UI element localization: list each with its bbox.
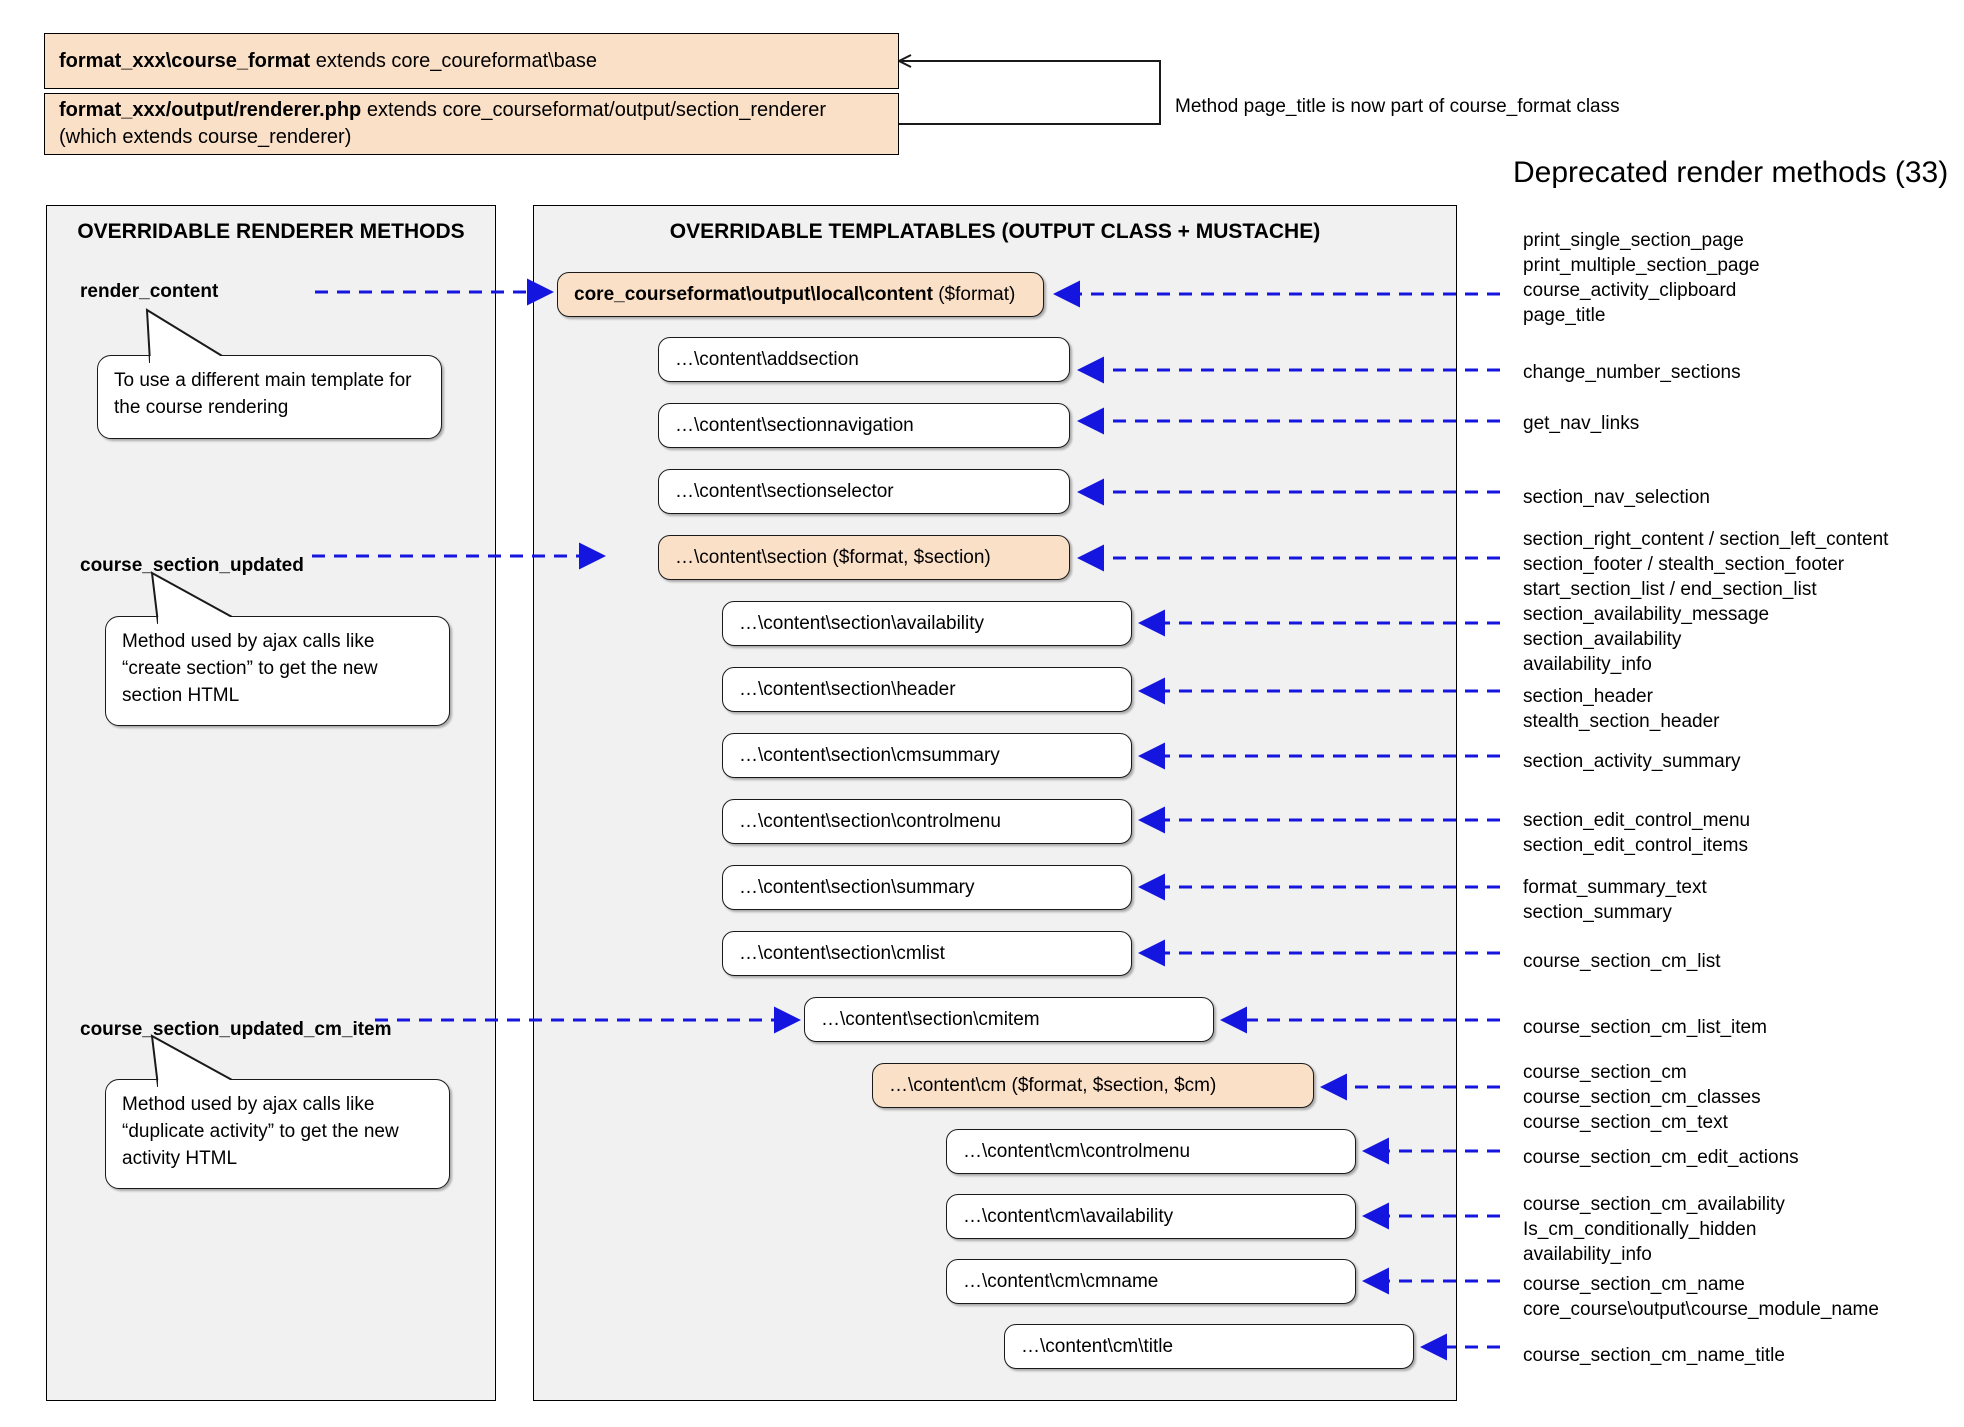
templatable-cm-cmname[interactable]: …\content\cm\cmname (946, 1259, 1356, 1304)
header-box-renderer-bold: format_xxx/output/renderer.php (59, 99, 362, 121)
header-box-course-format-text: format_xxx\course_format extends core_co… (59, 48, 597, 75)
templatable-content-text: core_courseformat\output\local\content (… (574, 284, 1015, 306)
templatable-addsection-text: …\content\addsection (675, 348, 859, 370)
deprecated-group-cm-controlmenu: course_section_cm_edit_actions (1523, 1147, 1799, 1168)
deprecated-group-cm: course_section_cm course_section_cm_clas… (1523, 1062, 1761, 1134)
templatable-section-summary[interactable]: …\content\section\summary (722, 865, 1132, 910)
panel-templatables-title: OVERRIDABLE TEMPLATABLES (OUTPUT CLASS +… (669, 220, 1321, 243)
templatable-cm-title[interactable]: …\content\cm\title (1004, 1324, 1414, 1369)
deprecated-group-section-cmitem: course_section_cm_list_item (1523, 1017, 1767, 1038)
header-box-renderer-rest: extends core_courseformat/output/section… (59, 99, 826, 148)
templatable-cm-availability-text: …\content\cm\availability (963, 1205, 1174, 1227)
header-box-renderer: format_xxx/output/renderer.php extends c… (44, 93, 899, 155)
templatable-sectionnavigation[interactable]: …\content\sectionnavigation (658, 403, 1070, 448)
templatable-cm-cmname-text: …\content\cm\cmname (963, 1270, 1159, 1292)
panel-renderer-methods-title: OVERRIDABLE RENDERER METHODS (77, 220, 465, 243)
templatable-content-bold: core_courseformat\output\local\content (574, 283, 933, 305)
deprecated-group-cm-availability: course_section_cm_availability Is_cm_con… (1523, 1194, 1785, 1266)
templatable-cm-text: …\content\cm ($format, $section, $cm) (889, 1074, 1217, 1096)
templatable-section-availability[interactable]: …\content\section\availability (722, 601, 1132, 646)
templatable-cm-controlmenu[interactable]: …\content\cm\controlmenu (946, 1129, 1356, 1174)
templatable-section-controlmenu-text: …\content\section\controlmenu (739, 810, 1001, 832)
callout-course-section-updated-cm-item: Method used by ajax calls like “duplicat… (105, 1079, 450, 1189)
templatable-section-controlmenu[interactable]: …\content\section\controlmenu (722, 799, 1132, 844)
deprecated-group-section: section_right_content / section_left_con… (1523, 529, 1889, 601)
brace-note: Method page_title is now part of course_… (1175, 96, 1620, 117)
templatable-section[interactable]: …\content\section ($format, $section) (658, 535, 1070, 580)
templatable-section-cmitem-text: …\content\section\cmitem (821, 1008, 1040, 1030)
header-box-renderer-text: format_xxx/output/renderer.php extends c… (59, 97, 884, 151)
header-brace (898, 54, 1161, 125)
deprecated-group-cm-title: course_section_cm_name_title (1523, 1345, 1785, 1366)
deprecated-group-section-controlmenu: section_edit_control_menu section_edit_c… (1523, 810, 1751, 857)
deprecated-group-cm-cmname: course_section_cm_name core_course\outpu… (1523, 1274, 1879, 1321)
templatable-section-cmsummary[interactable]: …\content\section\cmsummary (722, 733, 1132, 778)
templatable-content[interactable]: core_courseformat\output\local\content (… (557, 272, 1044, 317)
deprecated-group-section-header: section_header stealth_section_header (1523, 686, 1720, 733)
templatable-section-cmsummary-text: …\content\section\cmsummary (739, 744, 1000, 766)
deprecated-group-content: print_single_section_page print_multiple… (1523, 230, 1760, 327)
templatable-sectionselector[interactable]: …\content\sectionselector (658, 469, 1070, 514)
templatable-section-cmlist[interactable]: …\content\section\cmlist (722, 931, 1132, 976)
templatable-addsection[interactable]: …\content\addsection (658, 337, 1070, 382)
templatable-section-header-text: …\content\section\header (739, 678, 956, 700)
deprecated-methods-title: Deprecated render methods (33) (1513, 156, 1949, 189)
deprecated-group-sectionnavigation: get_nav_links (1523, 413, 1640, 434)
templatable-content-rest: ($format) (932, 283, 1016, 305)
templatable-section-summary-text: …\content\section\summary (739, 876, 975, 898)
deprecated-group-section-availability: section_availability_message section_ava… (1523, 604, 1770, 676)
templatable-cm-title-text: …\content\cm\title (1021, 1335, 1174, 1357)
renderer-method-render-content[interactable]: render_content (80, 281, 219, 302)
renderer-method-course-section-updated-cm-item[interactable]: course_section_updated_cm_item (80, 1019, 392, 1040)
renderer-method-course-section-updated[interactable]: course_section_updated (80, 555, 304, 576)
callout-render-content: To use a different main template for the… (97, 355, 442, 439)
deprecated-group-section-summary: format_summary_text section_summary (1523, 877, 1707, 924)
header-box-course-format-bold: format_xxx\course_format (59, 49, 311, 72)
templatable-section-header[interactable]: …\content\section\header (722, 667, 1132, 712)
callout-course-section-updated: Method used by ajax calls like “create s… (105, 616, 450, 726)
deprecated-group-section-cmlist: course_section_cm_list (1523, 951, 1721, 972)
deprecated-group-section-cmsummary: section_activity_summary (1523, 751, 1741, 772)
deprecated-group-sectionselector: section_nav_selection (1523, 487, 1710, 508)
header-box-course-format: format_xxx\course_format extends core_co… (44, 33, 899, 89)
header-box-course-format-rest: extends core_coureformat\base (310, 49, 598, 72)
deprecated-group-addsection: change_number_sections (1523, 362, 1741, 383)
templatable-sectionselector-text: …\content\sectionselector (675, 480, 894, 502)
templatable-section-cmitem[interactable]: …\content\section\cmitem (804, 997, 1214, 1042)
templatable-sectionnavigation-text: …\content\sectionnavigation (675, 414, 914, 436)
templatable-cm-controlmenu-text: …\content\cm\controlmenu (963, 1140, 1191, 1162)
templatable-section-cmlist-text: …\content\section\cmlist (739, 942, 945, 964)
templatable-cm-availability[interactable]: …\content\cm\availability (946, 1194, 1356, 1239)
templatable-section-availability-text: …\content\section\availability (739, 612, 985, 634)
templatable-section-text: …\content\section ($format, $section) (675, 546, 991, 568)
templatable-cm[interactable]: …\content\cm ($format, $section, $cm) (872, 1063, 1314, 1108)
